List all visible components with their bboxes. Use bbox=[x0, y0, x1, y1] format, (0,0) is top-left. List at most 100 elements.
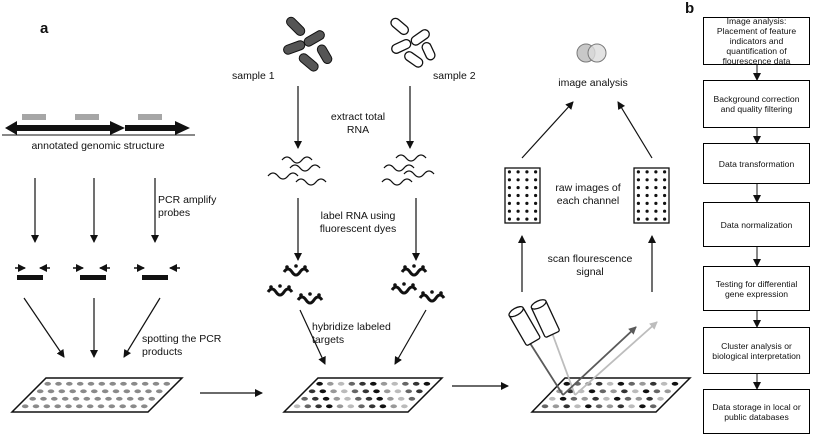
array-spot bbox=[653, 389, 661, 394]
image-spot bbox=[507, 209, 511, 213]
array-spot bbox=[101, 389, 109, 394]
image-spot bbox=[534, 217, 538, 221]
image-spot bbox=[507, 193, 511, 198]
array-spot bbox=[130, 404, 137, 409]
array-spot bbox=[341, 389, 348, 394]
array-spot bbox=[131, 381, 138, 386]
microarray-slide-spotted bbox=[10, 377, 184, 413]
image-spot bbox=[654, 217, 658, 221]
image-spot bbox=[525, 209, 529, 213]
image-spot bbox=[534, 193, 538, 198]
pcr-products bbox=[15, 264, 180, 280]
sample-2-label: sample 2 bbox=[433, 70, 476, 82]
array-spot bbox=[351, 389, 359, 394]
array-spot bbox=[379, 404, 387, 409]
array-spot bbox=[66, 381, 73, 386]
array-spot bbox=[336, 404, 344, 409]
array-spot bbox=[570, 396, 578, 401]
pcr-amplify-label: PCR amplify probes bbox=[158, 194, 217, 219]
array-spot bbox=[603, 396, 610, 401]
image-spot bbox=[645, 193, 649, 198]
array-spot bbox=[152, 381, 160, 386]
image-spot bbox=[654, 201, 658, 205]
image-spot bbox=[507, 186, 511, 190]
panel-b-label: b bbox=[685, 0, 695, 17]
image-spot bbox=[534, 186, 538, 190]
array-spot bbox=[621, 389, 628, 394]
array-spot bbox=[348, 381, 356, 386]
raw-images-label: raw images of each channel bbox=[555, 182, 621, 207]
array-spot bbox=[21, 404, 29, 409]
image-spot bbox=[654, 186, 658, 190]
array-spot bbox=[401, 404, 408, 409]
array-spot bbox=[359, 381, 366, 386]
array-spot bbox=[370, 381, 377, 386]
array-spot bbox=[51, 396, 58, 401]
array-spot bbox=[387, 396, 394, 401]
image-analysis-label: image analysis bbox=[558, 77, 628, 89]
array-spot bbox=[83, 396, 91, 401]
step-cluster-analysis: Cluster analysis or biological interpret… bbox=[703, 327, 810, 374]
scan-fluorescence-label: scan flourescence signal bbox=[547, 253, 633, 278]
array-spot bbox=[355, 396, 362, 401]
array-spot bbox=[333, 396, 341, 401]
array-spot bbox=[613, 396, 621, 401]
array-spot bbox=[549, 396, 556, 401]
array-spot bbox=[141, 404, 148, 409]
array-spot bbox=[123, 389, 131, 394]
array-spot bbox=[639, 404, 646, 409]
image-spot bbox=[525, 193, 529, 198]
array-spot bbox=[43, 404, 51, 409]
image-spot bbox=[636, 178, 641, 182]
image-spot bbox=[645, 201, 649, 205]
image-spot bbox=[534, 178, 538, 182]
array-spot bbox=[40, 396, 47, 401]
array-spot bbox=[390, 404, 398, 409]
array-spot bbox=[94, 396, 101, 401]
array-spot bbox=[134, 389, 141, 394]
array-spot bbox=[657, 396, 664, 401]
image-spot bbox=[663, 178, 667, 182]
image-spot bbox=[525, 217, 529, 221]
genomic-structure bbox=[2, 114, 195, 136]
array-spot bbox=[588, 389, 596, 394]
array-spot bbox=[126, 396, 134, 401]
array-spot bbox=[105, 396, 112, 401]
array-spot bbox=[347, 404, 355, 409]
labeled-rna-sample-1 bbox=[266, 262, 324, 305]
array-spot bbox=[559, 396, 567, 401]
array-spot bbox=[552, 404, 560, 409]
array-spot bbox=[148, 396, 156, 401]
array-spot bbox=[595, 404, 603, 409]
image-spot bbox=[663, 186, 667, 190]
image-spot bbox=[516, 201, 520, 205]
array-spot bbox=[617, 381, 625, 386]
image-spot bbox=[645, 178, 649, 182]
panel-a-label: a bbox=[40, 20, 49, 37]
array-spot bbox=[416, 389, 423, 394]
image-spot bbox=[534, 209, 538, 213]
image-spot bbox=[654, 178, 658, 182]
image-spot bbox=[507, 201, 511, 205]
array-spot bbox=[362, 389, 370, 394]
image-spot bbox=[636, 186, 641, 190]
array-spot bbox=[563, 404, 570, 409]
array-spot bbox=[58, 389, 66, 394]
array-spot bbox=[405, 389, 413, 394]
array-spot bbox=[585, 404, 592, 409]
image-spot bbox=[645, 186, 649, 190]
array-spot bbox=[32, 404, 40, 409]
array-spot bbox=[365, 396, 373, 401]
step-data-storage: Data storage in local or public database… bbox=[703, 389, 810, 434]
laser-scanner bbox=[508, 299, 658, 396]
image-spot bbox=[663, 193, 667, 198]
array-spot bbox=[646, 396, 653, 401]
array-spot bbox=[642, 389, 650, 394]
array-spot bbox=[80, 389, 87, 394]
probe-region-grey bbox=[138, 114, 162, 120]
array-spot bbox=[327, 381, 334, 386]
array-spot bbox=[137, 396, 145, 401]
step-data-normalization: Data normalization bbox=[703, 202, 810, 247]
array-spot bbox=[319, 389, 327, 394]
